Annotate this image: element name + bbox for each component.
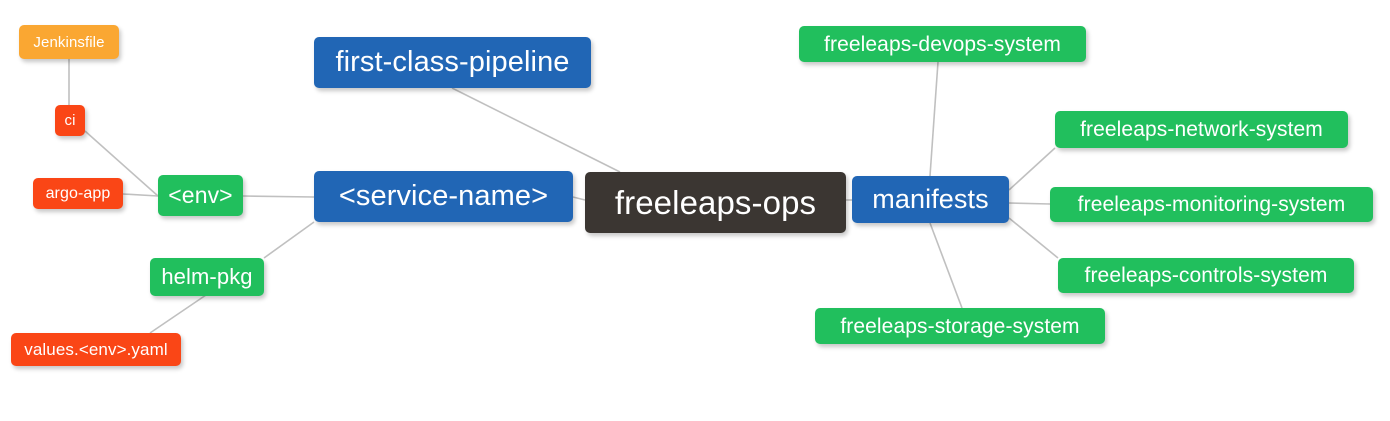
edge-manifests-to-freeleaps-devops-system <box>929 61 939 177</box>
node-label: argo-app <box>45 184 111 202</box>
node-env[interactable]: <env> <box>158 175 243 216</box>
node-freeleaps-storage-system[interactable]: freeleaps-storage-system <box>815 308 1105 344</box>
node-freeleaps-devops-system[interactable]: freeleaps-devops-system <box>799 26 1086 62</box>
node-label: manifests <box>872 184 989 214</box>
node-jenkinsfile[interactable]: Jenkinsfile <box>19 25 119 59</box>
node-label: first-class-pipeline <box>335 46 570 78</box>
node-label: freeleaps-ops <box>614 184 817 221</box>
node-service-name[interactable]: <service-name> <box>314 171 573 222</box>
node-first-class-pipeline[interactable]: first-class-pipeline <box>314 37 591 88</box>
edge-service-name-to-freeleaps-ops <box>572 196 586 201</box>
node-label: values.<env>.yaml <box>24 340 168 359</box>
node-helm-pkg[interactable]: helm-pkg <box>150 258 264 296</box>
node-label: freeleaps-controls-system <box>1084 264 1328 287</box>
node-freeleaps-ops[interactable]: freeleaps-ops <box>585 172 846 233</box>
edge-service-name-to-helm-pkg <box>263 221 315 259</box>
node-label: Jenkinsfile <box>33 33 105 51</box>
edge-manifests-to-freeleaps-monitoring-system <box>1008 202 1051 205</box>
edge-manifests-to-freeleaps-network-system <box>1008 147 1056 191</box>
edge-manifests-to-freeleaps-storage-system <box>929 222 963 309</box>
node-label: freeleaps-storage-system <box>840 314 1080 338</box>
node-argo-app[interactable]: argo-app <box>33 178 123 209</box>
node-freeleaps-monitoring-system[interactable]: freeleaps-monitoring-system <box>1050 187 1373 222</box>
node-values-env-yaml[interactable]: values.<env>.yaml <box>11 333 181 366</box>
node-freeleaps-network-system[interactable]: freeleaps-network-system <box>1055 111 1348 148</box>
edge-env-to-service-name <box>242 195 315 198</box>
edge-first-class-pipeline-to-freeleaps-ops <box>451 87 621 173</box>
node-freeleaps-controls-system[interactable]: freeleaps-controls-system <box>1058 258 1354 293</box>
edge-argo-app-to-env <box>122 193 159 197</box>
node-label: <env> <box>168 182 233 208</box>
node-label: freeleaps-devops-system <box>824 32 1061 56</box>
node-label: ci <box>64 112 76 129</box>
node-ci[interactable]: ci <box>55 105 85 136</box>
node-label: freeleaps-network-system <box>1080 118 1323 141</box>
node-label: freeleaps-monitoring-system <box>1077 193 1346 216</box>
edge-manifests-to-freeleaps-controls-system <box>1008 217 1059 259</box>
node-label: helm-pkg <box>161 264 253 289</box>
node-manifests[interactable]: manifests <box>852 176 1009 223</box>
node-label: <service-name> <box>338 180 549 212</box>
edge-helm-pkg-to-values-env-yaml <box>149 294 207 334</box>
